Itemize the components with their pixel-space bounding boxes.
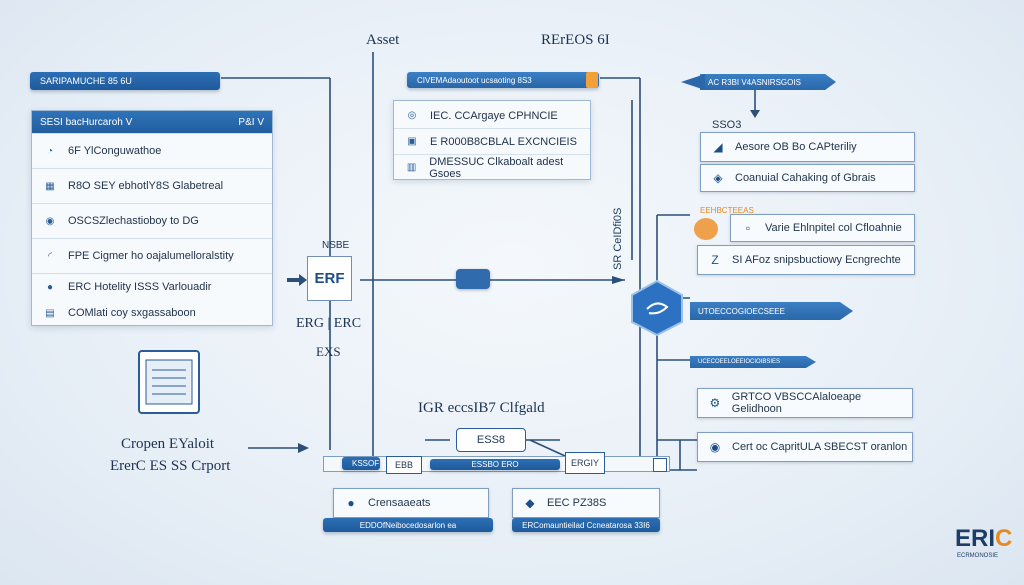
asset-title: Asset xyxy=(366,32,400,48)
gauge-icon: ◔ xyxy=(46,145,54,157)
right-section-label: SSO3 xyxy=(712,119,742,131)
document-stack-icon xyxy=(138,350,200,414)
grid-icon: ▦ xyxy=(45,180,55,192)
orange-badge-icon: ● xyxy=(347,496,355,510)
list-item[interactable]: ◜FPE Cigmer ho oajalumelloralstity xyxy=(32,238,272,273)
right-bottom-box-1[interactable]: ⚙ GRTCO VBSCCAlaloeape Gelidhoon xyxy=(697,388,913,418)
left-top-bar-label: SARIPAMUCHE 85 6U xyxy=(40,76,132,86)
shield-icon: ◉ xyxy=(45,215,55,227)
bottom-bus-mid[interactable]: ESSBO ERO xyxy=(430,459,560,470)
list-item[interactable]: ▥DMESSUC Clkaboalt adest Gsoes xyxy=(394,154,590,180)
right-bottom-box-2[interactable]: ◉ Cert oc CapritULA SBECST oranlon xyxy=(697,432,913,462)
igr-title: IGR eccsIB7 Clfgald xyxy=(418,400,545,416)
erc-pair-label: ERG | ERC xyxy=(296,316,362,331)
center-list-panel: ◎IEC. CCArgaye CPHNCIE ▣E R000B8CBLAL EX… xyxy=(393,100,591,180)
list-item[interactable]: ▣E R000B8CBLAL EXCNCIEIS xyxy=(394,128,590,154)
left-bottom-line1: Cropen EYaloit xyxy=(121,436,215,452)
bottom-bus-right[interactable]: ERGIY xyxy=(565,452,605,474)
chart-icon: ▥ xyxy=(406,162,417,173)
hexagon-node-icon[interactable] xyxy=(629,279,685,337)
left-panel-header[interactable]: SESI bacHurcaroh V P&I V xyxy=(32,111,272,133)
orange-tab-icon xyxy=(586,72,598,88)
list-item[interactable]: ▤COMlati coy sxgassaboon xyxy=(32,300,272,326)
vertical-label: SR CeIDfi0S xyxy=(612,207,624,270)
right-mid-box-1[interactable]: ▫ Varie Ehlnpitel col Cfloahnie xyxy=(730,214,915,242)
eye-icon: ◉ xyxy=(709,440,721,454)
p-icon: ▣ xyxy=(407,136,417,147)
bottom-left-caption: EDDOfNeibocedosarlon ea xyxy=(323,518,493,532)
list-item[interactable]: ●ERC Hotelity ISSS Varlouadir xyxy=(32,273,272,300)
bottom-left-box[interactable]: ● Crensaaeats xyxy=(333,488,489,518)
center-top-bar[interactable]: CIVEMAdaoutoot ucsaoting 8S3 xyxy=(407,72,599,88)
mid-chip[interactable]: ESS8 xyxy=(456,428,526,452)
compass-icon: ◢ xyxy=(713,140,723,154)
list-item[interactable]: ◉OSCSZlechastioboy to DG xyxy=(32,203,272,238)
center-top-bar-label: CIVEMAdaoutoot ucsaoting 8S3 xyxy=(417,75,532,85)
bag-icon: ◈ xyxy=(713,171,723,185)
brand-logo: ERIC xyxy=(955,525,1013,552)
right-top-tag[interactable]: AC R3BI V4ASNIRSGOIS xyxy=(700,74,836,90)
small-orange-label: EEHBCTEEAS xyxy=(700,206,754,215)
left-top-bar[interactable]: SARIPAMUCHE 85 6U xyxy=(30,72,220,90)
left-panel: SESI bacHurcaroh V P&I V ◔6F YlConguwath… xyxy=(31,110,273,326)
list-item[interactable]: ◔6F YlConguwathoe xyxy=(32,133,272,168)
bottom-bus-label[interactable]: KSSOF xyxy=(342,457,380,470)
exs-label: EXS xyxy=(316,344,341,359)
cursor-icon: ◜ xyxy=(48,250,52,262)
circle-icon: ◎ xyxy=(407,110,417,121)
erf-label: ERF xyxy=(314,270,345,287)
z-icon: Z xyxy=(711,253,719,267)
lock-icon xyxy=(653,458,667,472)
connector-chip-icon xyxy=(456,269,490,289)
bottom-right-box[interactable]: ◆ EEC PZ38S xyxy=(512,488,660,518)
right-box-1[interactable]: ◢ Aesore OB Bo CAPteriliy xyxy=(700,132,915,162)
list-item[interactable]: ▦R8O SEY ebhotlY8S Glabetreal xyxy=(32,168,272,203)
gear-icon: ⚙ xyxy=(709,396,721,410)
pen-tag[interactable]: UTOECCOGIOECSEEE xyxy=(690,302,853,320)
list-item[interactable]: ◎IEC. CCArgaye CPHNCIE xyxy=(394,103,590,128)
orange-gear-icon xyxy=(694,218,718,240)
bulb-icon: ● xyxy=(46,281,54,293)
left-panel-title: SESI bacHurcaroh V xyxy=(40,116,133,128)
left-panel-head-right: P&I V xyxy=(238,116,264,128)
doc-icon: ▤ xyxy=(45,307,55,319)
arrow-tag-2[interactable]: UCECOEELOEEIOCIOIBSIES xyxy=(690,356,816,368)
brand-logo-sub: ECRMONOSIE xyxy=(957,553,999,559)
left-bottom-line2: ErerC ES SS Crport xyxy=(110,458,231,474)
erf-box[interactable]: ERF xyxy=(307,256,352,301)
bottom-right-caption: ERComauntieilad Ccneatarosa 33I6 xyxy=(512,518,660,532)
lock-small-icon: ▫ xyxy=(745,221,751,235)
bottom-bus-tag[interactable]: EBB xyxy=(386,456,422,474)
orange-diamond-icon: ◆ xyxy=(525,496,535,510)
right-box-2[interactable]: ◈ Coanuial Cahaking of Gbrais xyxy=(700,164,915,192)
nse-label: NSBE xyxy=(322,240,350,251)
right-mid-box-2[interactable]: Z SI AFoz snipsbuctiowy Ecngrechte xyxy=(697,245,915,275)
refs-title: RErEOS 6I xyxy=(541,32,610,48)
